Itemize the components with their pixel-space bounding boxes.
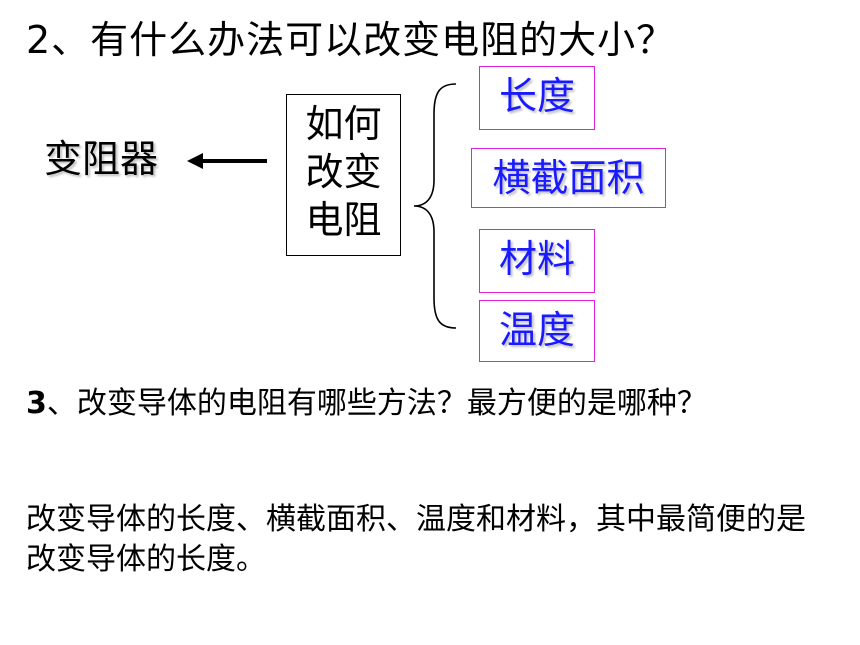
option-cross-section: 横截面积 [471,148,666,208]
curly-brace-icon [413,83,457,329]
answer-text: 改变导体的长度、横截面积、温度和材料，其中最简便的是改变导体的长度。 [26,502,806,577]
left-arrow-icon [187,153,267,169]
question-3-text: 、改变导体的电阻有哪些方法？最方便的是哪种？ [46,386,707,421]
question-3: 3、改变导体的电阻有哪些方法？最方便的是哪种？ [26,384,826,424]
rheostat-label: 变阻器 [44,137,159,181]
option-material: 材料 [479,229,595,293]
center-box-line-1: 如何 [305,102,382,146]
how-to-change-resistance-box: 如何 改变 电阻 [286,94,401,256]
option-length: 长度 [479,66,595,130]
center-box-line-3: 电阻 [305,198,382,242]
center-box-line-2: 改变 [305,150,382,194]
option-temperature: 温度 [479,300,595,362]
question-3-number: 3 [26,386,47,421]
question-2-heading: 2、有什么办法可以改变电阻的大小？ [26,18,676,62]
